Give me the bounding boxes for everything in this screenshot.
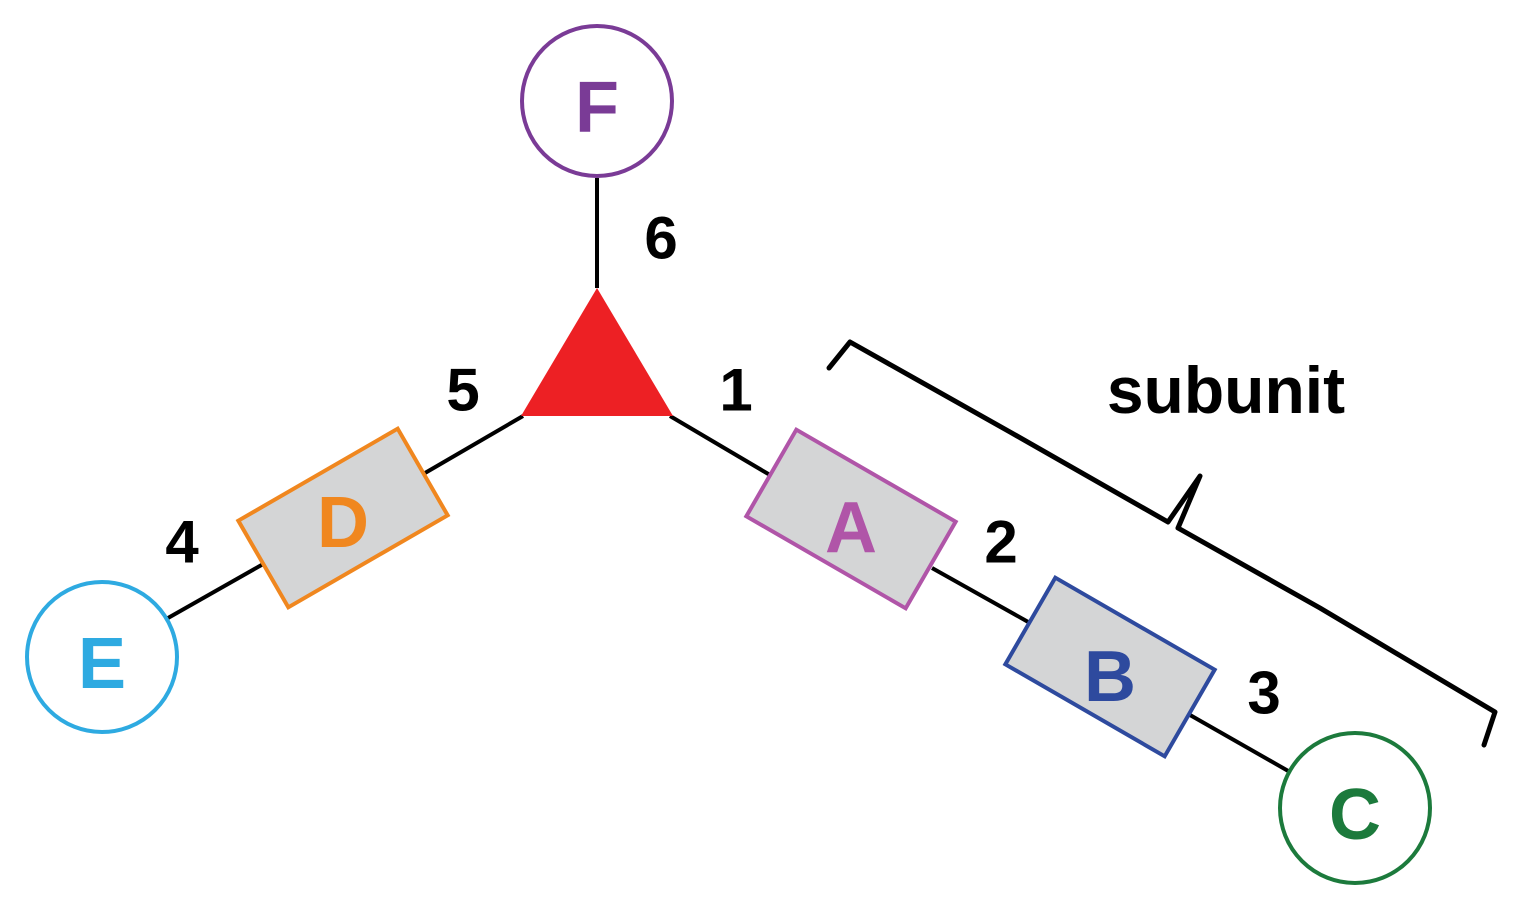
node-F-label: F [575,68,619,148]
position-2-label: 2 [984,509,1017,576]
position-1-label: 1 [719,357,752,424]
node-C-label: C [1329,775,1381,855]
node-A-label: A [825,488,877,568]
node-B-box [1002,574,1218,760]
position-4-label: 4 [165,509,199,576]
link-A-B [931,566,1031,625]
node-B-label: B [1084,637,1136,717]
node-D-box [235,425,451,611]
link-D-E [167,561,266,620]
node-A-box [743,426,959,612]
position-3-label: 3 [1247,660,1280,727]
node-D-label: D [317,483,369,563]
link-core-D [423,414,525,475]
position-6-label: 6 [644,205,677,272]
link-B-C [1189,713,1291,774]
subunit-brace [826,339,1498,748]
node-E-label: E [78,624,126,704]
node-F-circle [520,24,674,178]
link-core-A [668,414,772,477]
core-triangle [521,288,673,416]
subunit-label: subunit [1107,353,1345,427]
position-5-label: 5 [446,357,479,424]
node-C-circle [1278,731,1432,885]
node-E-circle [25,580,179,734]
